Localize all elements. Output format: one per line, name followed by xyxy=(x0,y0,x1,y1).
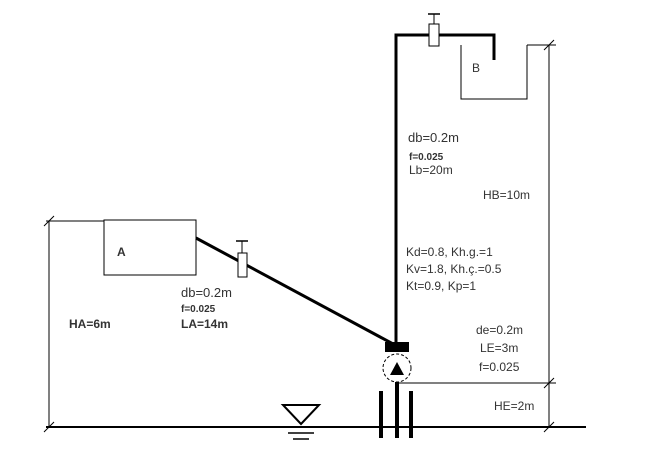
pipe-b-friction: f=0.025 xyxy=(409,152,444,163)
tank-a xyxy=(103,219,197,276)
dimension-hb xyxy=(396,39,556,433)
pipe-a-to-pump xyxy=(195,236,396,347)
pipe-b-length: Lb=20m xyxy=(409,163,453,177)
pipe-b-diameter: db=0.2m xyxy=(408,130,459,145)
tank-a-label: A xyxy=(117,245,126,259)
coefficients-line-1: Kd=0.8, Kh.g.=1 xyxy=(406,245,493,259)
pipe-ab-length: LA=14m xyxy=(181,317,228,331)
tank-b xyxy=(460,45,528,100)
dimension-ha xyxy=(43,215,104,433)
tank-b-label: B xyxy=(472,61,480,75)
suction-pipe xyxy=(379,382,413,438)
height-hb: HB=10m xyxy=(483,188,530,202)
water-level-symbol xyxy=(280,404,322,440)
coefficients-line-3: Kt=0.9, Kp=1 xyxy=(406,279,476,293)
suction-friction: f=0.025 xyxy=(479,360,520,374)
pipe-pump-to-b xyxy=(394,33,496,345)
height-he: HE=2m xyxy=(494,399,534,413)
coefficients-line-2: Kv=1.8, Kh.ç.=0.5 xyxy=(406,262,502,276)
valve-pipe-a-icon xyxy=(236,240,248,278)
suction-diameter: de=0.2m xyxy=(476,323,523,337)
pipe-ab-diameter: db=0.2m xyxy=(181,285,232,300)
valve-pipe-b-icon xyxy=(428,13,440,47)
pipe-ab-friction: f=0.025 xyxy=(181,304,216,315)
height-ha: HA=6m xyxy=(69,317,111,331)
pump-icon xyxy=(382,342,412,383)
suction-length: LE=3m xyxy=(480,341,518,355)
